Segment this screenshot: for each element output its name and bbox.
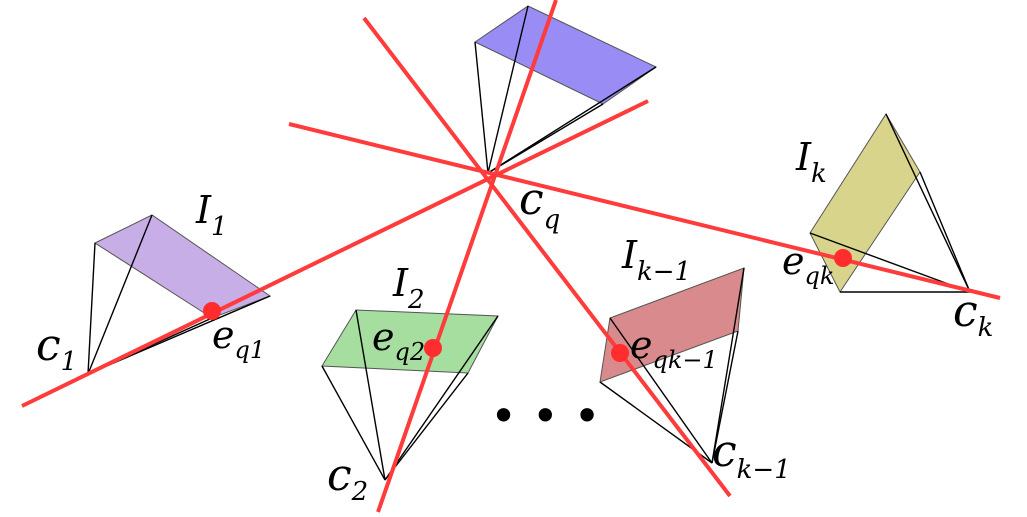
label-cq: cq <box>519 174 560 235</box>
label-eqk-minus-1: eqk−1 <box>630 323 718 374</box>
label-ck: ck <box>953 286 993 343</box>
label-eqk: eqk <box>782 239 834 290</box>
label-I2: I2 <box>392 261 425 315</box>
epipole-qk <box>834 249 852 267</box>
ray-q-k-minus-1 <box>362 16 732 498</box>
label-ck-minus-1: ck−1 <box>712 426 791 485</box>
label-Ik: Ik <box>795 135 827 189</box>
ray-q-k <box>288 122 1001 300</box>
label-eq1: eq1 <box>212 313 265 364</box>
label-eq2: eq2 <box>372 315 425 366</box>
ray-q-1 <box>21 99 649 408</box>
epipole-q1 <box>203 302 221 320</box>
camera-k-minus-1 <box>599 267 745 464</box>
label-c1: c1 <box>36 320 77 377</box>
label-c2: c2 <box>327 450 368 507</box>
image-plane-1 <box>93 214 272 319</box>
image-plane-q <box>474 5 657 105</box>
epipole-q2 <box>424 339 442 357</box>
camera-2 <box>321 309 499 481</box>
epipole-qk-minus-1 <box>611 344 629 362</box>
ray-q-2 <box>376 0 558 513</box>
camera-q <box>474 5 657 174</box>
ellipsis: • • • <box>490 389 601 443</box>
label-Ik-minus-1: Ik−1 <box>621 233 691 287</box>
epipoles <box>203 249 852 362</box>
label-I1: I1 <box>195 188 228 242</box>
baseline-rays <box>21 0 1001 513</box>
